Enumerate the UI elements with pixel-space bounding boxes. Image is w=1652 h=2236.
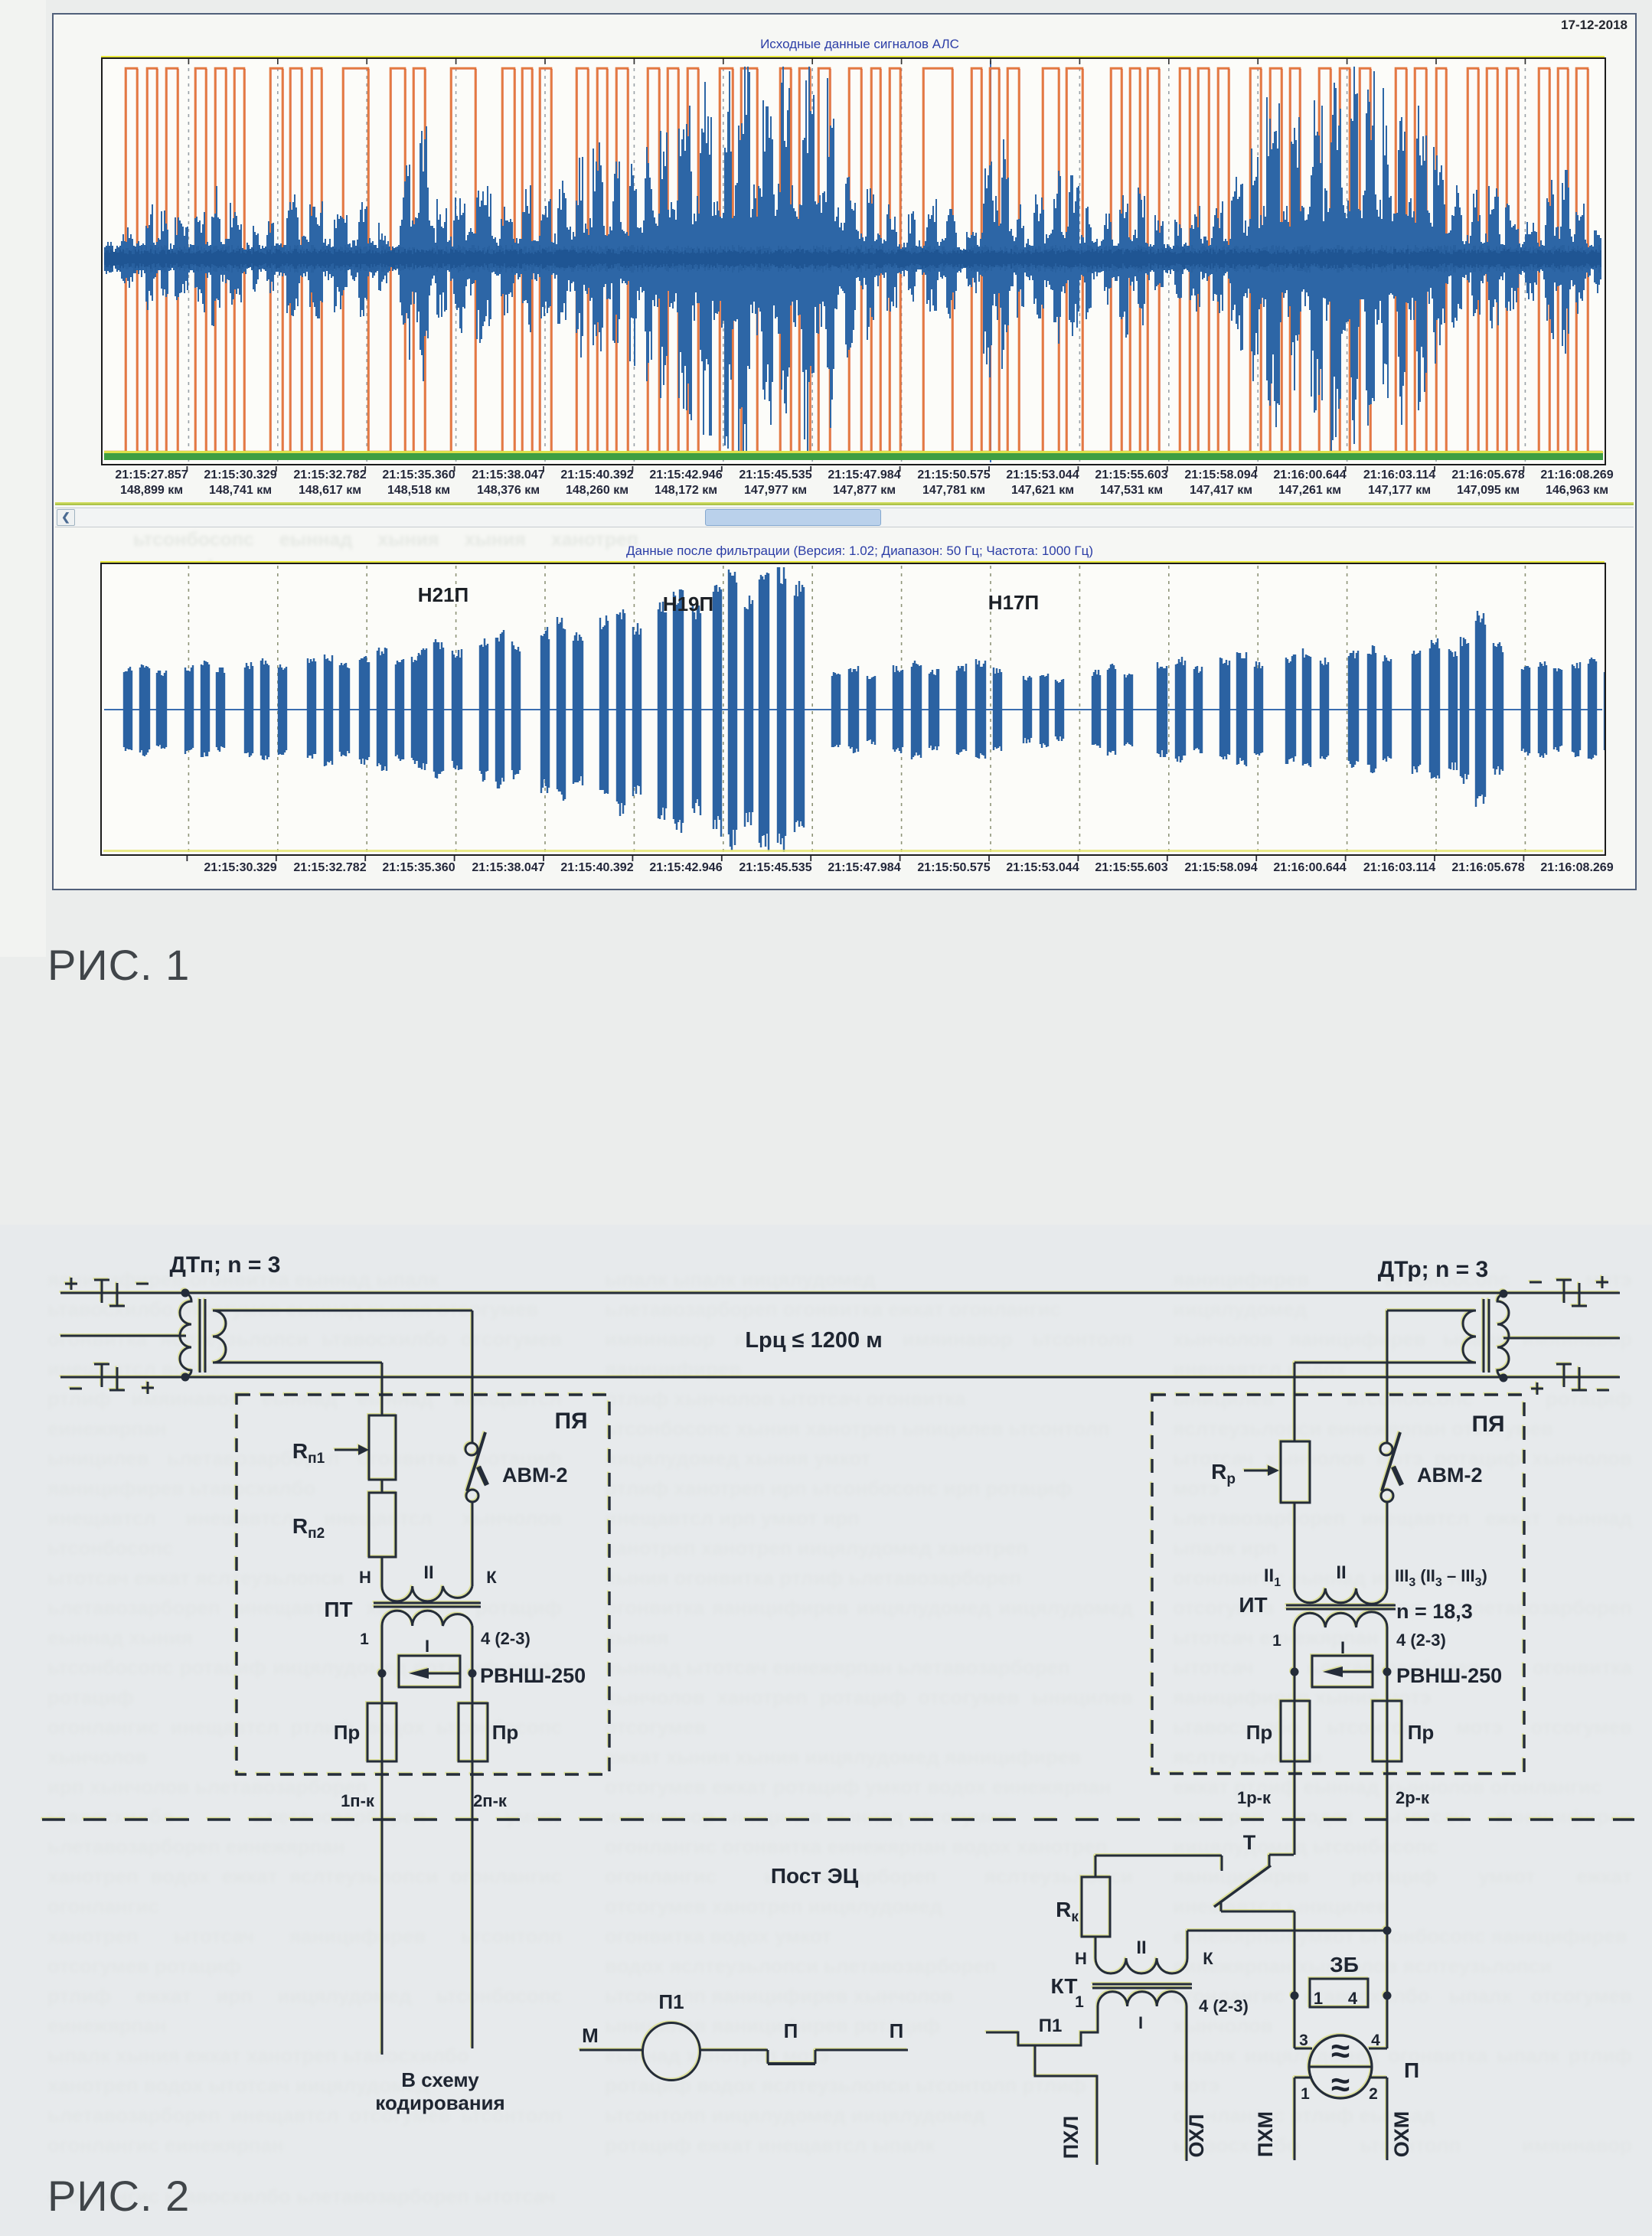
- svg-text:ОХМ: ОХМ: [1390, 2111, 1413, 2157]
- svg-text:П: П: [784, 2019, 798, 2042]
- svg-text:В схему: В схему: [401, 2068, 479, 2091]
- svg-text:Н: Н: [1075, 1949, 1087, 1968]
- svg-text:ЗБ: ЗБ: [1330, 1953, 1359, 1976]
- svg-text:2п-к: 2п-к: [473, 1791, 508, 1810]
- svg-text:Т: Т: [1243, 1831, 1256, 1854]
- svg-text:Lрц ≤ 1200 м: Lрц ≤ 1200 м: [745, 1328, 882, 1353]
- svg-text:Н: Н: [359, 1568, 371, 1587]
- svg-text:3: 3: [1299, 2032, 1308, 2049]
- svg-text:Пост ЭЦ: Пост ЭЦ: [771, 1864, 859, 1888]
- svg-text:Пр: Пр: [492, 1721, 519, 1744]
- svg-text:II1: II1: [1264, 1565, 1281, 1589]
- svg-text:4: 4: [1348, 1989, 1358, 2008]
- svg-text:1р-к: 1р-к: [1237, 1788, 1272, 1807]
- svg-text:ПХЛ: ПХЛ: [1059, 2116, 1082, 2159]
- svg-text:ИТ: ИТ: [1239, 1593, 1267, 1617]
- svg-text:2р-к: 2р-к: [1396, 1788, 1430, 1807]
- svg-text:n = 18,3: n = 18,3: [1396, 1600, 1473, 1623]
- svg-text:К: К: [486, 1568, 497, 1587]
- svg-text:АВМ-2: АВМ-2: [1417, 1464, 1483, 1487]
- svg-text:4: 4: [1371, 2032, 1380, 2049]
- svg-text:≈: ≈: [1331, 2032, 1350, 2070]
- svg-text:Rп2: Rп2: [292, 1514, 325, 1542]
- svg-text:III3 (II3 – III3): III3 (II3 – III3): [1395, 1566, 1487, 1589]
- svg-text:≈: ≈: [1331, 2066, 1350, 2104]
- svg-text:1п-к: 1п-к: [341, 1791, 375, 1810]
- svg-text:ПТ: ПТ: [324, 1598, 352, 1621]
- svg-text:Пр: Пр: [1408, 1721, 1435, 1744]
- svg-text:Rр: Rр: [1211, 1460, 1236, 1487]
- svg-text:РВНШ-250: РВНШ-250: [1396, 1664, 1502, 1687]
- svg-text:КТ: КТ: [1051, 1974, 1078, 1998]
- svg-text:4 (2-3): 4 (2-3): [481, 1629, 531, 1648]
- svg-text:Пр: Пр: [334, 1721, 361, 1744]
- svg-text:П1: П1: [1039, 2016, 1063, 2036]
- svg-text:П: П: [890, 2019, 904, 2042]
- svg-text:I: I: [1340, 1638, 1345, 1657]
- svg-text:ПЯ: ПЯ: [1471, 1412, 1504, 1437]
- svg-text:1: 1: [360, 1630, 369, 1648]
- svg-text:1: 1: [1314, 1989, 1323, 2008]
- svg-text:К: К: [1203, 1949, 1213, 1968]
- svg-text:I: I: [1138, 2013, 1143, 2032]
- svg-text:II: II: [1136, 1937, 1146, 1958]
- svg-text:ДТр; n = 3: ДТр; n = 3: [1378, 1257, 1488, 1282]
- svg-text:ОХЛ: ОХЛ: [1185, 2114, 1208, 2158]
- svg-text:П: П: [1404, 2058, 1419, 2082]
- svg-text:ПХМ: ПХМ: [1254, 2111, 1277, 2157]
- svg-text:М: М: [582, 2024, 599, 2047]
- svg-text:Пр: Пр: [1246, 1721, 1273, 1744]
- svg-text:4 (2-3): 4 (2-3): [1199, 1996, 1249, 2016]
- svg-text:П1: П1: [658, 1990, 684, 2013]
- svg-text:ПЯ: ПЯ: [554, 1409, 587, 1434]
- svg-text:2: 2: [1369, 2085, 1378, 2103]
- svg-text:1: 1: [1272, 1632, 1281, 1650]
- svg-text:Rк: Rк: [1056, 1898, 1079, 1925]
- svg-text:кодирования: кодирования: [375, 2091, 504, 2114]
- svg-text:II: II: [423, 1562, 433, 1583]
- svg-text:РВНШ-250: РВНШ-250: [480, 1664, 586, 1687]
- svg-text:1: 1: [1075, 1993, 1084, 2011]
- svg-text:1: 1: [1301, 2085, 1310, 2103]
- svg-text:I: I: [425, 1637, 429, 1656]
- svg-text:II: II: [1336, 1562, 1346, 1583]
- svg-text:Rп1: Rп1: [292, 1439, 325, 1467]
- svg-text:АВМ-2: АВМ-2: [502, 1464, 568, 1487]
- svg-text:4 (2-3): 4 (2-3): [1396, 1630, 1446, 1650]
- svg-text:ДТп; n = 3: ДТп; n = 3: [170, 1252, 281, 1278]
